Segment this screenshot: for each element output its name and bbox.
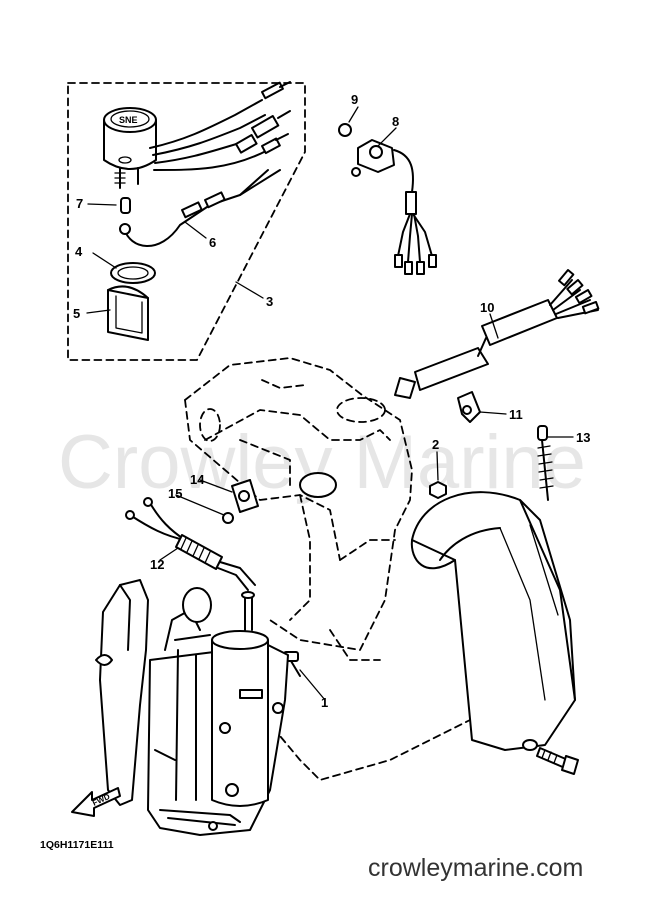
tilt-tube-ring bbox=[299, 472, 337, 498]
wire-clip bbox=[457, 391, 481, 423]
callout-8: 8 bbox=[392, 114, 399, 129]
leader-lines bbox=[86, 106, 574, 701]
long-bolt bbox=[537, 425, 554, 501]
svg-text:SNE: SNE bbox=[119, 115, 138, 125]
bracket-clamp bbox=[231, 479, 259, 513]
trim-gauge: SNE bbox=[103, 107, 157, 189]
wire-harness bbox=[394, 269, 600, 399]
callout-labels: 1 2 3 4 5 6 7 8 9 10 11 12 13 14 15 bbox=[73, 92, 590, 710]
trim-meter-kit: SNE bbox=[67, 81, 306, 361]
callout-10: 10 bbox=[480, 300, 494, 315]
trim-sender bbox=[338, 123, 437, 275]
callout-5: 5 bbox=[73, 306, 80, 321]
grommet bbox=[120, 197, 131, 214]
gauge-bracket bbox=[107, 285, 149, 341]
gauge-harness bbox=[149, 81, 291, 171]
clamp-bracket bbox=[410, 491, 576, 751]
sender-screw bbox=[338, 123, 352, 137]
callout-12: 12 bbox=[150, 557, 164, 572]
lead-wire bbox=[119, 169, 281, 247]
callout-14: 14 bbox=[190, 472, 205, 487]
diagram-part-code: 1Q6H1171E111 bbox=[40, 839, 114, 851]
clamp-bolt bbox=[522, 739, 579, 775]
callout-1: 1 bbox=[321, 695, 328, 710]
nut bbox=[429, 481, 447, 499]
callout-2: 2 bbox=[432, 437, 439, 452]
callout-3: 3 bbox=[266, 294, 273, 309]
swivel-bracket bbox=[184, 357, 471, 781]
callout-7: 7 bbox=[76, 196, 83, 211]
callout-15: 15 bbox=[168, 486, 182, 501]
bracket-screw bbox=[222, 512, 234, 524]
callout-6: 6 bbox=[209, 235, 216, 250]
power-trim-tilt-unit bbox=[95, 579, 289, 836]
kit-enclosure-outline bbox=[67, 82, 306, 361]
website-url: crowleymarine.com bbox=[368, 854, 583, 882]
callout-13: 13 bbox=[576, 430, 590, 445]
callout-4: 4 bbox=[75, 244, 83, 259]
forward-arrow-icon: FWD bbox=[71, 787, 121, 817]
callout-9: 9 bbox=[351, 92, 358, 107]
callout-11: 11 bbox=[509, 407, 523, 422]
gauge-ring bbox=[110, 262, 156, 284]
cable-assembly bbox=[125, 497, 256, 591]
